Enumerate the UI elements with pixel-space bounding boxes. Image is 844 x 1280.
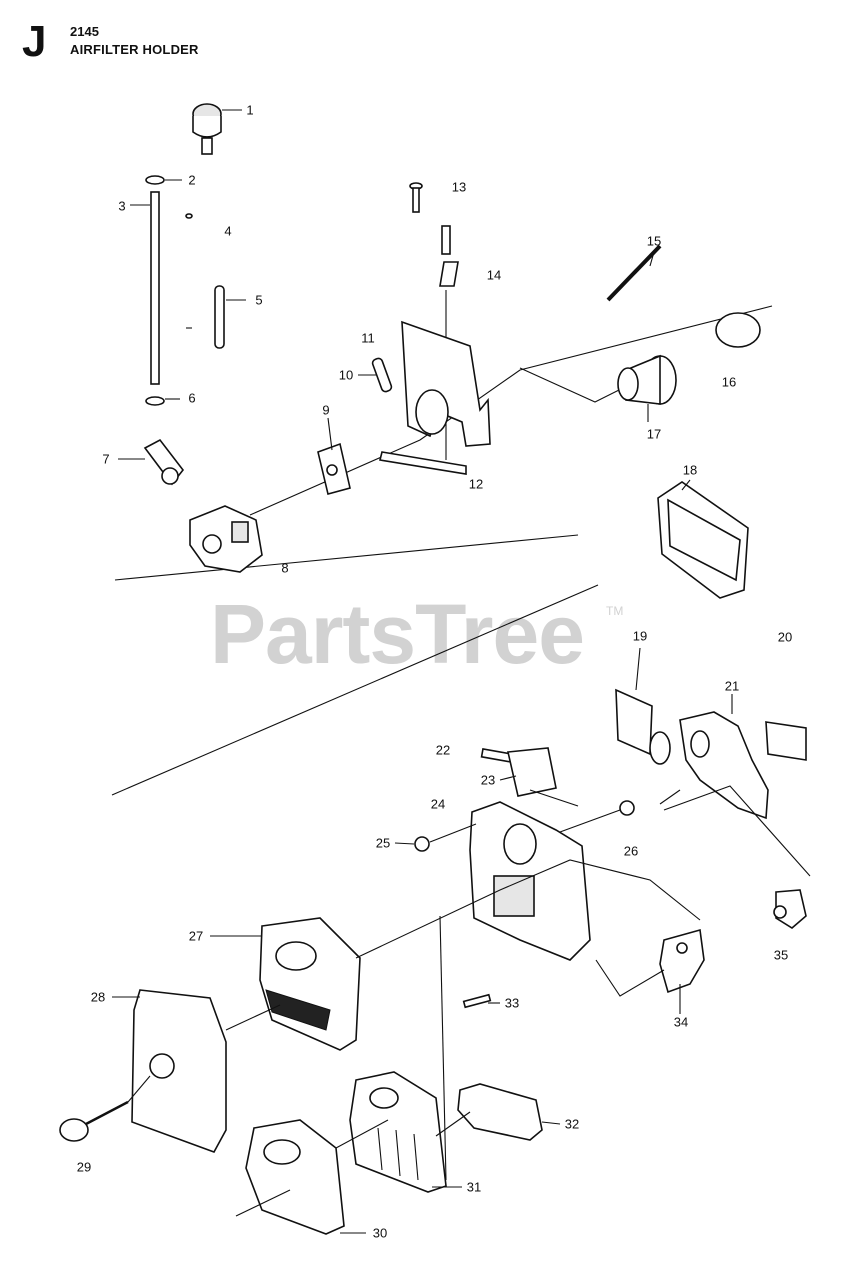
part-16-hose-clamp[interactable] bbox=[715, 312, 761, 348]
part-26-nut[interactable] bbox=[619, 800, 635, 816]
callout-6[interactable]: 6 bbox=[188, 390, 196, 406]
section-divider-bottom bbox=[111, 584, 599, 796]
part-17-intake-boot[interactable] bbox=[617, 354, 677, 405]
callout-35[interactable]: 35 bbox=[773, 947, 789, 963]
callout-30[interactable]: 30 bbox=[372, 1225, 388, 1241]
axis-line-vertical bbox=[439, 915, 447, 1181]
diagram-title: AIRFILTER HOLDER bbox=[70, 42, 199, 57]
axis-line-grid bbox=[335, 1119, 389, 1149]
part-25-nut[interactable] bbox=[414, 836, 430, 852]
part-8-carburetor[interactable] bbox=[189, 505, 263, 573]
axis-line-body bbox=[235, 1189, 291, 1217]
axis-line-choke bbox=[663, 785, 811, 877]
callout-10[interactable]: 10 bbox=[338, 367, 354, 383]
callout-13[interactable]: 13 bbox=[451, 179, 467, 195]
callout-14[interactable]: 14 bbox=[486, 267, 502, 283]
model-number: 2145 bbox=[70, 24, 99, 39]
callout-19[interactable]: 19 bbox=[632, 628, 648, 644]
part-28-cover[interactable] bbox=[131, 989, 227, 1153]
axis-line-holder bbox=[595, 959, 665, 997]
part-2-o-ring[interactable] bbox=[145, 175, 165, 185]
callout-3[interactable]: 3 bbox=[118, 198, 126, 214]
callout-1[interactable]: 1 bbox=[246, 102, 254, 118]
part-21-choke-assembly[interactable] bbox=[679, 711, 807, 820]
part-31-grid-holder[interactable] bbox=[349, 1071, 447, 1193]
callout-24[interactable]: 24 bbox=[430, 796, 446, 812]
part-18-gasket[interactable] bbox=[657, 481, 749, 599]
axis-line-nut26 bbox=[559, 809, 621, 833]
part-23-block[interactable] bbox=[507, 747, 557, 797]
part-27-filter[interactable] bbox=[259, 917, 361, 1051]
part-12-gasket[interactable] bbox=[379, 451, 467, 475]
part-19-choke-tube[interactable] bbox=[615, 688, 671, 765]
callout-21[interactable]: 21 bbox=[724, 678, 740, 694]
trademark-mark: TM bbox=[606, 604, 624, 618]
part-30-filter-body[interactable] bbox=[245, 1119, 345, 1235]
callout-23[interactable]: 23 bbox=[480, 772, 496, 788]
callout-25[interactable]: 25 bbox=[375, 835, 391, 851]
section-letter: J bbox=[22, 17, 47, 66]
callout-7[interactable]: 7 bbox=[102, 451, 110, 467]
part-15-long-bolt[interactable] bbox=[606, 244, 662, 302]
callout-29[interactable]: 29 bbox=[76, 1159, 92, 1175]
axis-line-nut25 bbox=[429, 823, 477, 843]
part-29-knob[interactable] bbox=[59, 1100, 129, 1142]
callout-34[interactable]: 34 bbox=[673, 1014, 689, 1030]
part-34-bracket[interactable] bbox=[659, 928, 705, 994]
callout-32[interactable]: 32 bbox=[564, 1116, 580, 1132]
callout-18[interactable]: 18 bbox=[682, 462, 698, 478]
part-35-clip[interactable] bbox=[773, 889, 807, 929]
callout-31[interactable]: 31 bbox=[466, 1179, 482, 1195]
part-10-tube[interactable] bbox=[371, 357, 393, 393]
callout-28[interactable]: 28 bbox=[90, 989, 106, 1005]
callout-17[interactable]: 17 bbox=[646, 426, 662, 442]
axis-line-choke21 bbox=[659, 789, 681, 805]
part-6-o-ring[interactable] bbox=[145, 396, 165, 406]
part-11-bracket[interactable] bbox=[401, 320, 491, 447]
section-divider-top bbox=[114, 534, 579, 581]
axis-line-block bbox=[529, 789, 579, 807]
leader-lines bbox=[112, 109, 733, 1234]
part-7-spacer[interactable] bbox=[143, 438, 185, 486]
callout-9[interactable]: 9 bbox=[322, 402, 330, 418]
callout-12[interactable]: 12 bbox=[468, 476, 484, 492]
callout-33[interactable]: 33 bbox=[504, 995, 520, 1011]
part-3-rod[interactable] bbox=[150, 191, 160, 385]
callout-15[interactable]: 15 bbox=[646, 233, 662, 249]
part-1-primer-bulb[interactable] bbox=[192, 103, 222, 155]
callout-2[interactable]: 2 bbox=[188, 172, 196, 188]
callout-11[interactable]: 11 bbox=[361, 330, 375, 346]
part-9-plate[interactable] bbox=[317, 442, 351, 495]
callout-26[interactable]: 26 bbox=[623, 843, 639, 859]
callout-22[interactable]: 22 bbox=[435, 742, 451, 758]
axis-line-filter bbox=[355, 859, 701, 959]
part-14-bolt[interactable] bbox=[439, 225, 459, 287]
part-13-screw[interactable] bbox=[409, 182, 423, 213]
part-4-pin[interactable] bbox=[185, 213, 193, 219]
callout-5[interactable]: 5 bbox=[255, 292, 263, 308]
callout-20[interactable]: 20 bbox=[777, 629, 793, 645]
callout-4[interactable]: 4 bbox=[224, 223, 232, 239]
part-24-airfilter-holder[interactable] bbox=[469, 801, 591, 961]
part-33-screw[interactable] bbox=[462, 993, 492, 1009]
callout-16[interactable]: 16 bbox=[721, 374, 737, 390]
axis-line-knob bbox=[127, 1075, 151, 1103]
part-32-foam[interactable] bbox=[457, 1083, 543, 1141]
axis-line-foam bbox=[435, 1111, 471, 1137]
callout-27[interactable]: 27 bbox=[188, 928, 204, 944]
part-5-tube[interactable] bbox=[214, 285, 225, 349]
axis-line-cover bbox=[225, 1004, 281, 1031]
partstree-watermark: PartsTree bbox=[210, 587, 585, 681]
callout-8[interactable]: 8 bbox=[281, 560, 289, 576]
